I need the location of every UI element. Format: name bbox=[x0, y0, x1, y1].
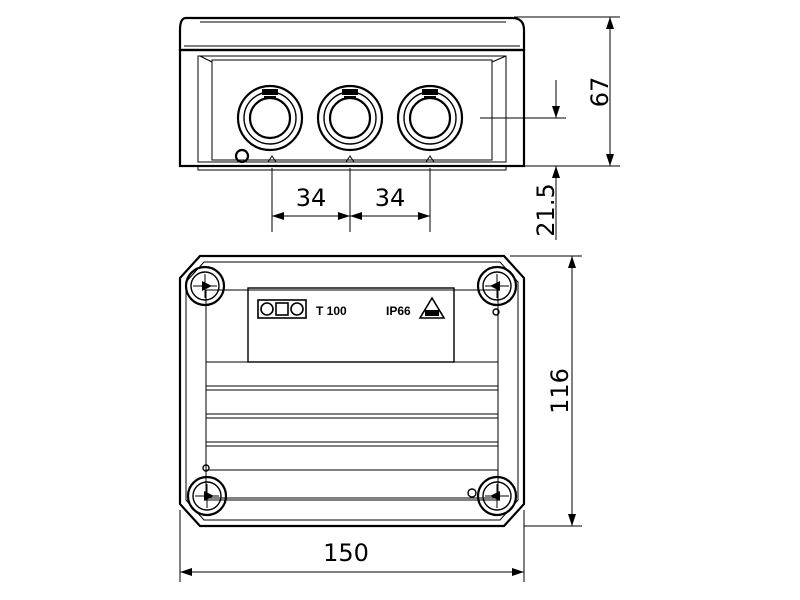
top-dimensions: 116 150 bbox=[179, 255, 582, 582]
dim-spacing-1: 34 bbox=[296, 184, 327, 212]
top-outline bbox=[178, 254, 526, 528]
indicator-hole bbox=[234, 148, 250, 164]
front-body bbox=[178, 48, 526, 168]
screw-top-right bbox=[476, 265, 518, 307]
cable-entry-3 bbox=[396, 84, 464, 152]
label-protection: IP66 bbox=[386, 304, 411, 318]
screw-bottom-left bbox=[186, 475, 228, 517]
front-dimensions: 67 21.5 34 34 bbox=[271, 16, 620, 240]
label-plate bbox=[247, 287, 455, 363]
label-model: T 100 bbox=[316, 304, 347, 318]
top-view: T 100 IP66 bbox=[178, 254, 526, 528]
lid-ribs bbox=[206, 361, 498, 499]
screw-top-left bbox=[184, 265, 226, 307]
front-lid bbox=[178, 16, 526, 52]
approval-mark-icon bbox=[418, 296, 446, 319]
dim-width-150: 150 bbox=[323, 539, 369, 567]
screw-bottom-right bbox=[476, 475, 518, 517]
dim-entry-offset-21-5: 21.5 bbox=[532, 183, 560, 236]
front-view bbox=[178, 16, 526, 171]
dim-depth-116: 116 bbox=[546, 368, 574, 414]
cable-entry-1 bbox=[236, 84, 304, 152]
dim-height-67: 67 bbox=[586, 77, 614, 108]
cable-entry-2 bbox=[316, 84, 384, 152]
dim-spacing-2: 34 bbox=[375, 184, 406, 212]
obo-logo bbox=[257, 299, 307, 319]
